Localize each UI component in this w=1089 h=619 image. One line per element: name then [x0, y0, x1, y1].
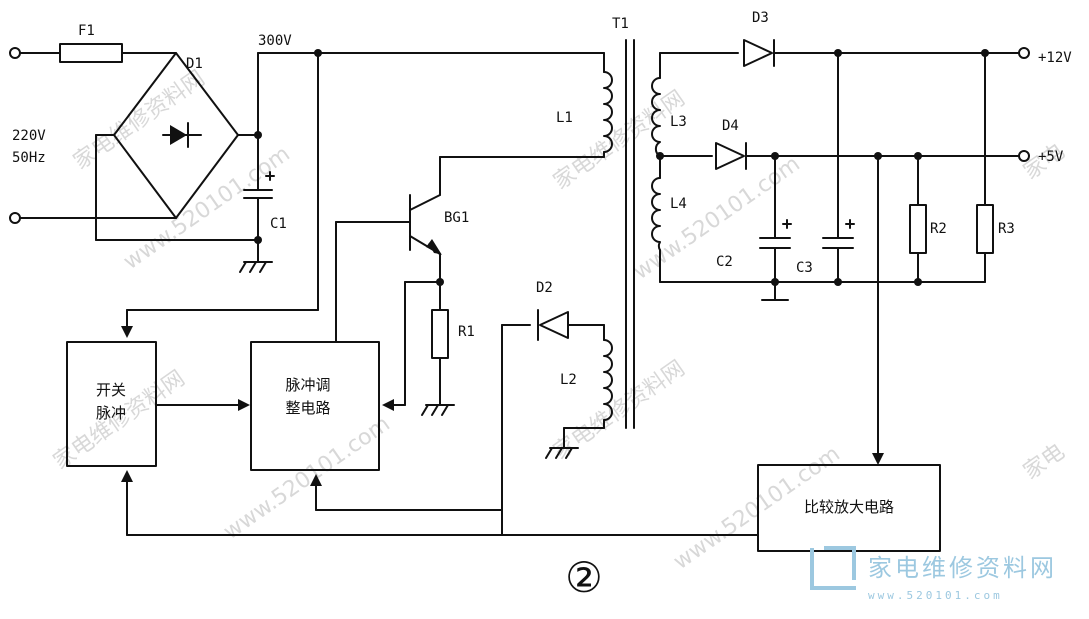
label-l1: L1 — [556, 110, 573, 126]
logo-text: 家电维修资料网 — [868, 554, 1057, 582]
ac-input — [9, 43, 177, 224]
label-r1: R1 — [458, 324, 475, 340]
primary-winding-l1 — [439, 52, 613, 196]
terminal-12v[interactable] — [1018, 47, 1030, 59]
label-bg1: BG1 — [444, 210, 469, 226]
resistor-r1 — [382, 281, 455, 416]
pulse-adjust-label-1: 脉冲调 — [285, 376, 330, 394]
transformer-core-t1 — [625, 39, 635, 429]
figure-number: ② — [565, 553, 603, 602]
diode-d4 — [715, 142, 1030, 170]
label-r2: R2 — [930, 221, 947, 237]
capacitor-c3 — [822, 52, 855, 286]
block-connections — [121, 399, 759, 536]
sense-line — [872, 155, 884, 465]
component-labels: F1 D1 300V 220V 50Hz C1 T1 L1 BG1 R1 D2 … — [12, 10, 1072, 388]
svg-text:家电维修资料网: 家电维修资料网 — [69, 66, 210, 175]
logo-url: www.520101.com — [868, 589, 1003, 602]
label-c3: C3 — [796, 260, 813, 276]
pulse-adjust-block — [250, 341, 380, 471]
svg-text:家电维修资料网: 家电维修资料网 — [549, 86, 690, 195]
label-c1: C1 — [270, 216, 287, 232]
site-logo: 家电维修资料网 www.520101.com — [810, 546, 1057, 602]
ac-terminal-top[interactable] — [9, 47, 21, 59]
ac-terminal-bottom[interactable] — [9, 212, 21, 224]
bridge-rectifier-d1 — [95, 52, 262, 241]
terminal-5v[interactable] — [1018, 150, 1030, 162]
label-f1: F1 — [78, 23, 95, 39]
label-d3: D3 — [752, 10, 769, 26]
rail-300v — [121, 49, 605, 338]
label-l3: L3 — [670, 114, 687, 130]
resistor-r3 — [976, 52, 994, 283]
label-d1: D1 — [186, 56, 203, 72]
label-300v: 300V — [258, 33, 292, 49]
label-t1: T1 — [612, 16, 629, 32]
resistor-r2 — [909, 155, 927, 286]
label-d4: D4 — [722, 118, 739, 134]
secondary-windings — [651, 52, 986, 283]
svg-text:家电: 家电 — [1019, 439, 1069, 485]
feedback-winding-l2 — [501, 309, 613, 536]
label-220v: 220V — [12, 128, 46, 144]
switch-pulse-label-2: 脉冲 — [96, 404, 126, 422]
watermark-layer: 家电维修资料网 www.520101.com 家电维修资料网 家电维修资料网 w… — [49, 66, 1069, 575]
diode-d3 — [743, 39, 1030, 67]
label-r3: R3 — [998, 221, 1015, 237]
label-50hz: 50Hz — [12, 150, 46, 166]
switch-pulse-label-1: 开关 — [96, 381, 126, 399]
label-l4: L4 — [670, 196, 687, 212]
capacitor-c2 — [759, 155, 792, 301]
label-l2: L2 — [560, 372, 577, 388]
label-c2: C2 — [716, 254, 733, 270]
svg-text:www.520101.com: www.520101.com — [119, 141, 295, 274]
label-5v: +5V — [1038, 149, 1064, 165]
fuse-f1 — [59, 43, 123, 63]
pulse-adjust-label-2: 整电路 — [285, 399, 330, 417]
comparator-block — [757, 464, 941, 552]
capacitor-c1 — [239, 134, 275, 273]
comparator-label: 比较放大电路 — [804, 498, 894, 516]
svg-text:www.520101.com: www.520101.com — [219, 411, 395, 544]
transistor-bg1 — [335, 194, 444, 343]
label-12v: +12V — [1038, 50, 1072, 66]
label-d2: D2 — [536, 280, 553, 296]
